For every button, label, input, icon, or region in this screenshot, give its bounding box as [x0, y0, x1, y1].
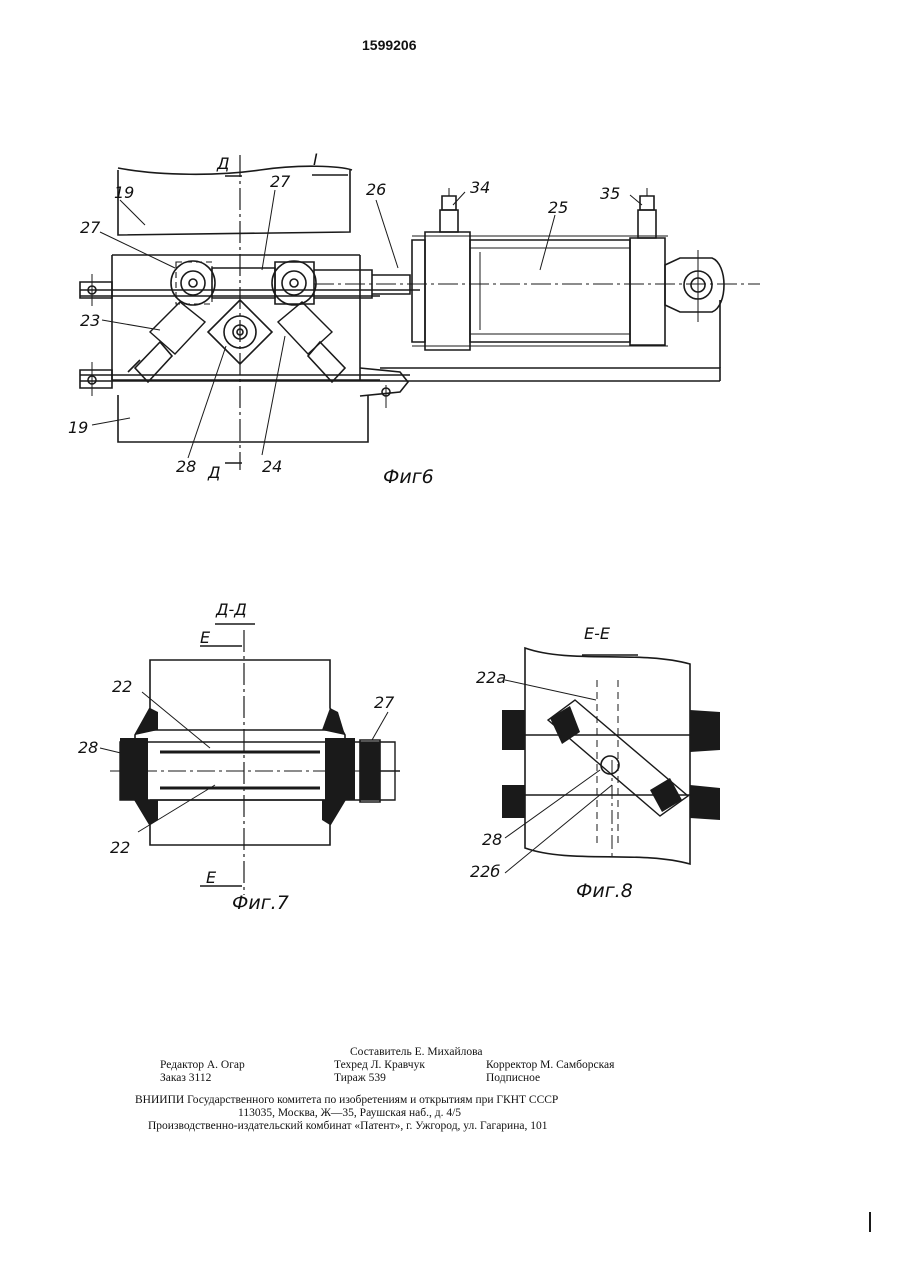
fig6-label-24: 24	[262, 457, 282, 476]
footer-vniipi: ВНИИПИ Государственного комитета по изоб…	[135, 1094, 558, 1106]
footer-order: Заказ 3112	[160, 1072, 211, 1084]
figure-8	[505, 648, 690, 873]
figure-6	[80, 155, 760, 470]
fig8-section-title: Е-Е	[584, 624, 610, 643]
fig7-label-28: 28	[78, 738, 98, 757]
fig6-section-marker-top: Д	[217, 154, 230, 173]
footer-subscription: Подписное	[486, 1072, 540, 1084]
fig6-view-marker: I	[313, 150, 318, 169]
fig7-section-title: Д-Д	[216, 600, 247, 619]
footer-corrector: Корректор М. Самборская	[486, 1059, 614, 1071]
fig7-section-marker-bottom: Е	[206, 868, 216, 887]
fig8-label-28: 28	[482, 830, 502, 849]
fig7-label-27: 27	[374, 693, 394, 712]
footer-publisher: Производственно-издательский комбинат «П…	[148, 1120, 547, 1132]
fig6-label-28: 28	[176, 457, 196, 476]
fig6-label-25: 25	[548, 198, 568, 217]
fig8-label-22a: 22а	[476, 668, 506, 687]
fig6-label-27-right: 27	[270, 172, 290, 191]
fig6-label-19-top: 19	[114, 183, 134, 202]
fig6-label-27-left: 27	[80, 218, 100, 237]
fig6-label-23: 23	[80, 311, 100, 330]
footer-circulation: Тираж 539	[334, 1072, 386, 1084]
fig6-label-26: 26	[366, 180, 386, 199]
fig7-label-22-bottom: 22	[110, 838, 130, 857]
fig8-caption: Фиг.8	[576, 880, 633, 902]
fig6-section-marker-bottom: Д	[208, 463, 221, 482]
footer-techred: Техред Л. Кравчук	[334, 1059, 425, 1071]
footer-address: 113035, Москва, Ж—35, Раушская наб., д. …	[238, 1107, 461, 1119]
fig8-label-22b: 22б	[470, 862, 500, 881]
fig7-section-marker-top: Е	[200, 628, 210, 647]
fig6-caption: Фиг6	[383, 466, 434, 488]
fig6-label-34: 34	[470, 178, 490, 197]
fig6-label-19-bottom: 19	[68, 418, 88, 437]
footer-compiler: Составитель Е. Михайлова	[350, 1046, 483, 1058]
fig7-caption: Фиг.7	[232, 892, 289, 914]
fig7-label-22-top: 22	[112, 677, 132, 696]
footer-editor: Редактор А. Огар	[160, 1059, 245, 1071]
fig6-label-35: 35	[600, 184, 620, 203]
patent-number: 1599206	[362, 37, 417, 53]
